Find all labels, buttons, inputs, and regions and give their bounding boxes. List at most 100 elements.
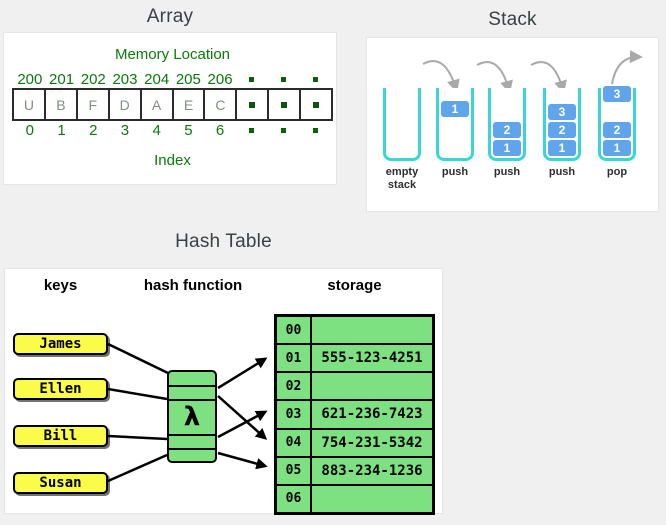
stage-label: push [493, 166, 521, 178]
stage-label: push [441, 166, 469, 178]
storage-index: 01 [277, 345, 312, 372]
storage-row: 05 883-234-1236 [277, 457, 432, 486]
memory-address: 202 [80, 71, 106, 88]
hash-to-storage-arrow [217, 395, 268, 440]
array-cell: D [110, 90, 142, 119]
hash-to-storage-arrow [217, 410, 268, 439]
key-to-hash-line [107, 453, 168, 483]
index-number: 4 [152, 122, 161, 139]
ellipsis-dot [299, 122, 331, 139]
key-box: Ellen [13, 378, 108, 400]
storage-index: 06 [277, 485, 312, 512]
stage-label: push [548, 166, 576, 178]
index-label: Index [154, 152, 191, 169]
storage-row: 00 [277, 317, 432, 346]
hash-to-storage-arrow [217, 357, 268, 390]
hash-mapping-arrows [107, 342, 268, 483]
index-number: 3 [120, 122, 130, 139]
memory-address: 205 [175, 71, 201, 88]
hash-to-storage-arrow [217, 451, 268, 470]
stage-label: pop [606, 166, 628, 178]
stack-block: 2 [548, 122, 576, 138]
storage-table: 00 01 555-123-4251 02 03 621-236-7423 04… [274, 314, 435, 515]
storage-value [312, 317, 432, 343]
stack-block: 1 [493, 140, 521, 156]
storage-value: 883-234-1236 [321, 462, 423, 479]
push-arrow-icon [422, 60, 460, 93]
memory-address: 203 [112, 71, 138, 88]
ellipsis-dot [268, 71, 300, 88]
ellipsis-dot [236, 122, 268, 139]
index-number: 2 [89, 122, 98, 139]
stack-container-empty [383, 88, 421, 161]
array-title: Array [146, 6, 194, 27]
array-cell-ellipsis [301, 90, 331, 119]
key-box: James [13, 333, 108, 355]
index-number: 0 [25, 122, 35, 139]
memory-address: 204 [144, 71, 170, 88]
stack-container-push1: 1 [436, 88, 474, 161]
stack-block: 1 [548, 140, 576, 156]
storage-index: 04 [277, 429, 312, 456]
key-to-hash-line [107, 342, 169, 375]
storage-index: 05 [277, 457, 312, 484]
array-diagram-panel: Memory Location 200 201 202 203 204 205 … [3, 32, 337, 185]
storage-row: 06 [277, 485, 432, 512]
divider [169, 399, 215, 401]
storage-value: 754-231-5342 [321, 434, 423, 451]
key-to-hash-line [107, 387, 168, 401]
array-cell: A [142, 90, 174, 119]
memory-address: 206 [207, 71, 233, 88]
ellipsis-dot [268, 122, 300, 139]
array-cell: U [14, 90, 46, 119]
storage-row: 02 [277, 373, 432, 402]
index-number: 5 [184, 122, 193, 139]
stack-block: 3 [548, 104, 576, 120]
storage-index: 03 [277, 401, 312, 428]
storage-row: 03 621-236-7423 [277, 401, 432, 430]
stack-block: 1 [441, 101, 469, 117]
keys-header: keys [43, 277, 78, 294]
memory-address: 200 [17, 71, 43, 88]
stack-block: 2 [603, 122, 631, 138]
array-cells: U B F D A E C [12, 88, 333, 121]
ellipsis-dot [299, 71, 331, 88]
stack-block: 3 [603, 86, 631, 102]
pop-arrow-icon [611, 50, 643, 85]
index-number: 1 [57, 122, 66, 139]
key-box: Bill [13, 425, 108, 447]
memory-location-label: Memory Location [114, 46, 231, 63]
key-box: Susan [13, 472, 108, 494]
stack-diagram-panel: 1 2 1 3 2 1 3 2 1 empty stack push push … [366, 37, 659, 212]
push-arrow-icon [476, 61, 513, 94]
memory-address: 201 [49, 71, 75, 88]
divider [169, 385, 215, 387]
stack-container-pop: 3 2 1 [598, 86, 636, 161]
array-cell: B [46, 90, 78, 119]
stage-label: empty stack [385, 166, 419, 191]
storage-value: 621-236-7423 [321, 406, 423, 423]
push-arrow-icon [530, 61, 567, 94]
stack-container-push3: 3 2 1 [543, 88, 581, 161]
array-cell: E [174, 90, 206, 119]
hash-function-box: λ [167, 370, 217, 463]
stack-container-push2: 2 1 [488, 88, 526, 161]
hash-table-title: Hash Table [175, 231, 272, 252]
storage-value: 555-123-4251 [321, 350, 423, 367]
divider [169, 434, 215, 436]
ellipsis-dot [236, 71, 268, 88]
storage-header: storage [327, 277, 382, 294]
index-number: 6 [215, 122, 225, 139]
storage-row: 01 555-123-4251 [277, 345, 432, 374]
hash-function-header: hash function [143, 277, 243, 294]
array-cell-ellipsis [269, 90, 302, 119]
hash-table-diagram-panel: keys hash function storage James Ellen B… [4, 268, 443, 515]
stack-block: 2 [493, 122, 521, 138]
storage-value [312, 486, 432, 512]
stack-flow-arrows [422, 50, 643, 94]
stack-block: 1 [603, 140, 631, 156]
divider [169, 448, 215, 450]
array-cell: C [205, 90, 238, 119]
array-cell-ellipsis [237, 90, 270, 119]
stack-title: Stack [488, 9, 537, 30]
